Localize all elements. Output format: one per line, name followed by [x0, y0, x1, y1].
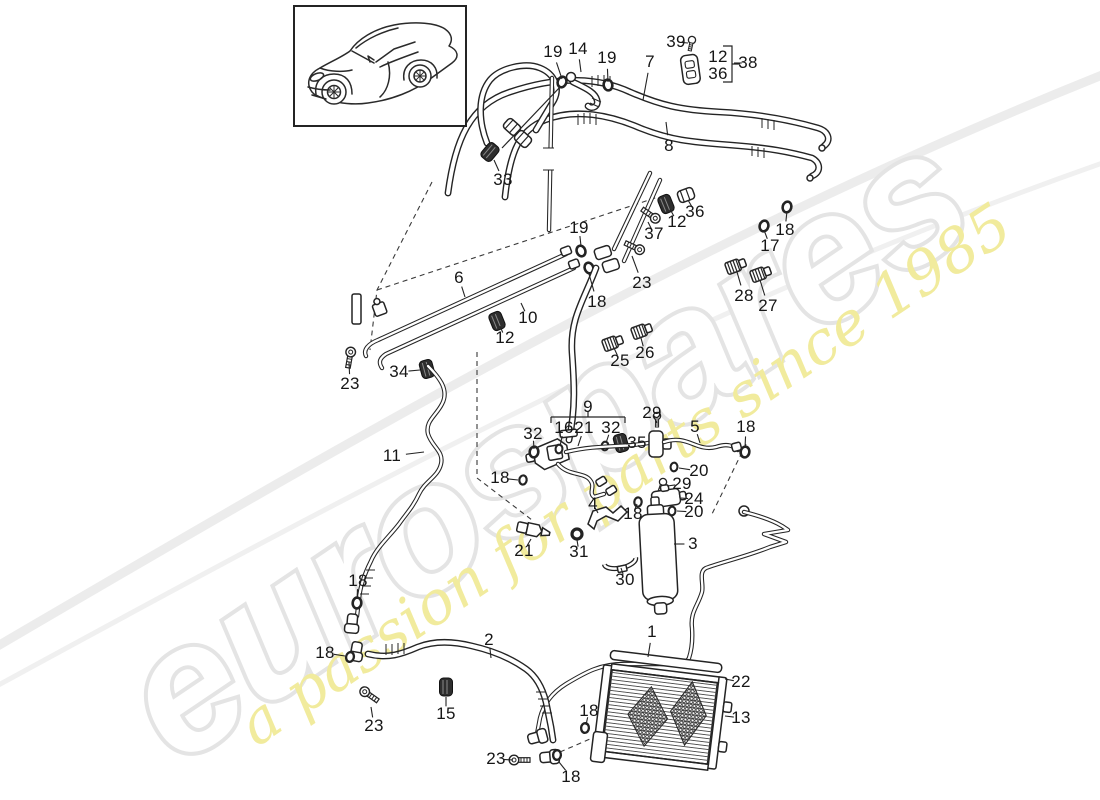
part-number-label-39[interactable]: 39	[666, 32, 686, 51]
part-number-label-32[interactable]: 32	[523, 424, 543, 443]
part-number-label-23[interactable]: 23	[364, 716, 384, 735]
part-number-label-21[interactable]: 21	[574, 418, 594, 437]
part-number-label-36[interactable]: 36	[685, 202, 705, 221]
part-number-label-19[interactable]: 19	[569, 218, 589, 237]
part-number-label-9[interactable]: 9	[583, 397, 593, 416]
part-number-label-29[interactable]: 29	[642, 403, 662, 422]
part-number-label-34[interactable]: 34	[389, 362, 409, 381]
part-number-label-16[interactable]: 16	[554, 418, 574, 437]
part-number-label-18[interactable]: 18	[315, 643, 335, 662]
part-number-label-26[interactable]: 26	[635, 343, 655, 362]
part-number-label-36[interactable]: 36	[708, 64, 728, 83]
part-number-label-18[interactable]: 18	[587, 292, 607, 311]
part-number-label-8[interactable]: 8	[664, 136, 674, 155]
part-number-label-24[interactable]: 24	[684, 489, 704, 508]
part-number-label-38[interactable]: 38	[738, 53, 758, 72]
part-number-label-11[interactable]: 11	[382, 446, 402, 465]
part-number-label-31[interactable]: 31	[569, 542, 589, 561]
part-number-label-18[interactable]: 18	[579, 701, 599, 720]
part-number-label-20[interactable]: 20	[684, 502, 704, 521]
part-number-label-33[interactable]: 33	[493, 170, 513, 189]
pressure-sensor	[515, 521, 551, 538]
part-number-label-23[interactable]: 23	[486, 749, 506, 768]
condenser	[508, 649, 733, 772]
receiver-drier	[638, 496, 679, 615]
diagram-art	[342, 35, 828, 772]
part-number-label-15[interactable]: 15	[436, 704, 456, 723]
part-number-label-12[interactable]: 12	[495, 328, 515, 347]
leader-lines	[333, 41, 788, 771]
car-thumbnail	[293, 5, 467, 127]
part-number-label-14[interactable]: 14	[568, 39, 588, 58]
part-number-label-21[interactable]: 21	[514, 541, 534, 560]
part-number-label-6[interactable]: 6	[454, 268, 464, 287]
part-number-label-27[interactable]: 27	[758, 296, 778, 315]
part-number-label-29[interactable]: 29	[672, 474, 692, 493]
part-number-label-18[interactable]: 18	[561, 767, 581, 786]
part-number-label-17[interactable]: 17	[760, 236, 780, 255]
part-number-label-37[interactable]: 37	[644, 224, 664, 243]
part-number-label-25[interactable]: 25	[610, 351, 630, 370]
part-number-label-7[interactable]: 7	[645, 52, 655, 71]
part-number-label-12[interactable]: 12	[667, 212, 687, 231]
part-number-label-4[interactable]: 4	[588, 494, 598, 513]
part-number-label-2[interactable]: 2	[484, 630, 494, 649]
watermark-swoosh	[0, 71, 1100, 688]
part-number-label-18[interactable]: 18	[775, 220, 795, 239]
part-number-label-3[interactable]: 3	[688, 534, 698, 553]
part-number-label-18[interactable]: 18	[348, 571, 368, 590]
part-number-label-1[interactable]: 1	[647, 622, 657, 641]
part-number-label-23[interactable]: 23	[632, 273, 652, 292]
part-number-label-18[interactable]: 18	[490, 468, 510, 487]
part-number-label-18[interactable]: 18	[736, 417, 756, 436]
part-number-label-13[interactable]: 13	[731, 708, 751, 727]
part-number-label-30[interactable]: 30	[615, 570, 635, 589]
part-number-label-23[interactable]: 23	[340, 374, 360, 393]
part-number-label-28[interactable]: 28	[734, 286, 754, 305]
part-number-label-18[interactable]: 18	[623, 504, 643, 523]
part-number-label-5[interactable]: 5	[690, 417, 700, 436]
part-number-label-22[interactable]: 22	[731, 672, 751, 691]
part-number-label-20[interactable]: 20	[689, 461, 709, 480]
part-number-label-32[interactable]: 32	[601, 418, 621, 437]
part-number-label-19[interactable]: 19	[597, 48, 617, 67]
part-number-label-19[interactable]: 19	[543, 42, 563, 61]
part-number-label-10[interactable]: 10	[518, 308, 538, 327]
part-number-label-12[interactable]: 12	[708, 47, 728, 66]
part-number-label-35[interactable]: 35	[627, 433, 647, 452]
